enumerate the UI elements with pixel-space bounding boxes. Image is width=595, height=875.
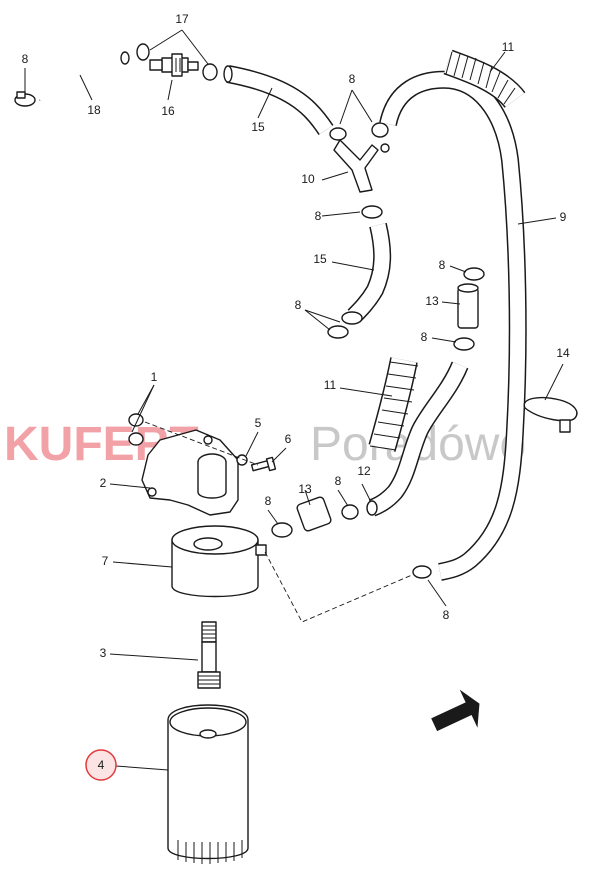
callout-17[interactable]: 17: [175, 12, 189, 26]
callout-8[interactable]: 8: [439, 258, 446, 272]
callout-8[interactable]: 8: [295, 298, 302, 312]
dashed-link: [264, 551, 413, 623]
valve-16[interactable]: [149, 53, 199, 77]
callout-8[interactable]: 8: [443, 608, 450, 622]
callout-8[interactable]: 8: [22, 52, 29, 66]
callout-6[interactable]: 6: [285, 432, 292, 446]
threaded-nipple-3[interactable]: [197, 621, 221, 689]
callout-8[interactable]: 8: [265, 494, 272, 508]
hose-clamp-icon[interactable]: [136, 43, 218, 81]
callout-11[interactable]: 11: [502, 40, 515, 54]
callout-7[interactable]: 7: [102, 554, 109, 568]
callout-13[interactable]: 13: [298, 482, 312, 496]
callout-10[interactable]: 10: [301, 172, 315, 186]
callout-3[interactable]: 3: [100, 646, 107, 660]
callout-2[interactable]: 2: [100, 476, 107, 490]
hose-13-lower[interactable]: [271, 496, 432, 579]
callout-8[interactable]: 8: [421, 330, 428, 344]
hose-15-upper[interactable]: [223, 65, 334, 135]
y-connector-10[interactable]: [329, 122, 390, 193]
callout-15[interactable]: 15: [313, 252, 327, 266]
direction-arrow-icon: [419, 689, 480, 732]
callout-15[interactable]: 15: [251, 120, 265, 134]
callout-18[interactable]: 18: [87, 103, 101, 117]
o-ring-icon[interactable]: [128, 413, 144, 446]
protective-sleeve-11-lower[interactable]: [368, 357, 419, 452]
dashed-link: [144, 421, 259, 466]
callout-13[interactable]: 13: [425, 294, 439, 308]
callout-5[interactable]: 5: [255, 416, 262, 430]
callout-14[interactable]: 14: [556, 346, 570, 360]
filter-bracket-2[interactable]: [141, 429, 239, 516]
callout-8[interactable]: 8: [335, 474, 342, 488]
callout-11[interactable]: 11: [324, 378, 337, 392]
hose-18[interactable]: [36, 49, 130, 104]
callout-8[interactable]: 8: [349, 72, 356, 86]
hose-clamp-icon[interactable]: [14, 91, 36, 107]
hose-15-lower[interactable]: [327, 205, 392, 339]
cable-tie-14[interactable]: [523, 396, 578, 433]
callout-16[interactable]: 16: [161, 104, 175, 118]
highlight-marker: [85, 749, 117, 781]
callout-1[interactable]: 1: [151, 370, 158, 384]
oil-cooler-7[interactable]: [171, 525, 267, 598]
hose-12[interactable]: [366, 361, 469, 517]
hose-13-upper[interactable]: [453, 267, 485, 351]
callout-9[interactable]: 9: [560, 210, 567, 224]
callout-4[interactable]: 4: [98, 758, 105, 772]
bolt-6[interactable]: [250, 456, 277, 472]
leader-lines: [24, 29, 564, 771]
callout-12[interactable]: 12: [357, 464, 371, 478]
hose-9[interactable]: [379, 70, 527, 581]
callout-8[interactable]: 8: [315, 209, 322, 223]
protective-sleeve-11-upper[interactable]: [443, 49, 526, 109]
oil-filter-4[interactable]: [167, 704, 249, 864]
callouts: 17 8 18 16 15 8 11 10 8 9 15 8 13 8 8 14…: [22, 12, 570, 772]
